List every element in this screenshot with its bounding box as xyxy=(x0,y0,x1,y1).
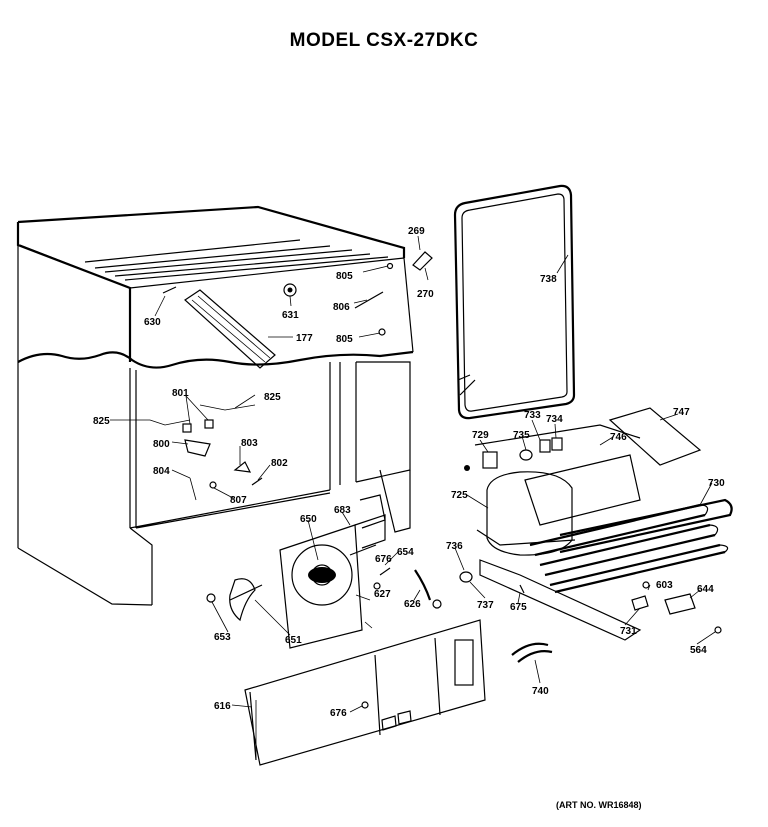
part-label: 675 xyxy=(510,602,527,613)
part-label: 650 xyxy=(300,514,317,525)
part-label: 651 xyxy=(285,635,302,646)
part-label: 269 xyxy=(408,226,425,237)
part-label: 564 xyxy=(690,645,707,656)
part-label: 805 xyxy=(336,334,353,345)
part-label: 676 xyxy=(375,554,392,565)
condenser-coil xyxy=(529,498,733,594)
cabinet-body xyxy=(16,205,414,606)
part-label: 804 xyxy=(153,466,170,477)
part-label: 683 xyxy=(334,505,351,516)
part-label: 733 xyxy=(524,410,541,421)
part-label: 731 xyxy=(620,626,637,637)
part-label: 603 xyxy=(656,580,673,591)
part-label: 654 xyxy=(397,547,414,558)
part-label: 807 xyxy=(230,495,247,506)
part-label: 616 xyxy=(214,701,231,712)
part-label: 631 xyxy=(282,310,299,321)
part-label: 737 xyxy=(477,600,494,611)
part-label: 825 xyxy=(264,392,281,403)
part-label: 626 xyxy=(404,599,421,610)
part-label: 725 xyxy=(451,490,468,501)
part-label: 801 xyxy=(172,388,189,399)
cabinet-hardware xyxy=(162,251,433,501)
misc-hardware xyxy=(511,581,722,663)
part-label: 802 xyxy=(271,458,288,469)
part-label: 805 xyxy=(336,271,353,282)
part-label: 740 xyxy=(532,686,549,697)
part-label: 746 xyxy=(610,432,627,443)
part-labels: 269 805 270 738 630 631 806 805 177 801 … xyxy=(93,226,725,719)
part-label: 177 xyxy=(296,333,313,344)
part-label: 627 xyxy=(374,589,391,600)
part-label: 747 xyxy=(673,407,690,418)
part-label: 734 xyxy=(546,414,563,425)
part-label: 736 xyxy=(446,541,463,552)
door-gasket xyxy=(453,184,576,420)
leader-lines xyxy=(110,235,716,713)
part-label: 676 xyxy=(330,708,347,719)
diagram-title: MODEL CSX-27DKC xyxy=(289,30,479,51)
part-label: 738 xyxy=(540,274,557,285)
art-number: (ART NO. WR16848) xyxy=(556,800,642,810)
access-panel xyxy=(244,619,486,766)
part-label: 825 xyxy=(93,416,110,427)
part-label: 735 xyxy=(513,430,530,441)
part-label: 800 xyxy=(153,439,170,450)
fan-shroud xyxy=(279,494,386,649)
part-label: 730 xyxy=(708,478,725,489)
part-label: 729 xyxy=(472,430,489,441)
part-label: 270 xyxy=(417,289,434,300)
condenser-fan-parts xyxy=(349,544,442,629)
part-label: 630 xyxy=(144,317,161,328)
part-label: 653 xyxy=(214,632,231,643)
fan-blade xyxy=(206,578,263,622)
part-label: 806 xyxy=(333,302,350,313)
part-label: 644 xyxy=(697,584,714,595)
part-label: 803 xyxy=(241,438,258,449)
